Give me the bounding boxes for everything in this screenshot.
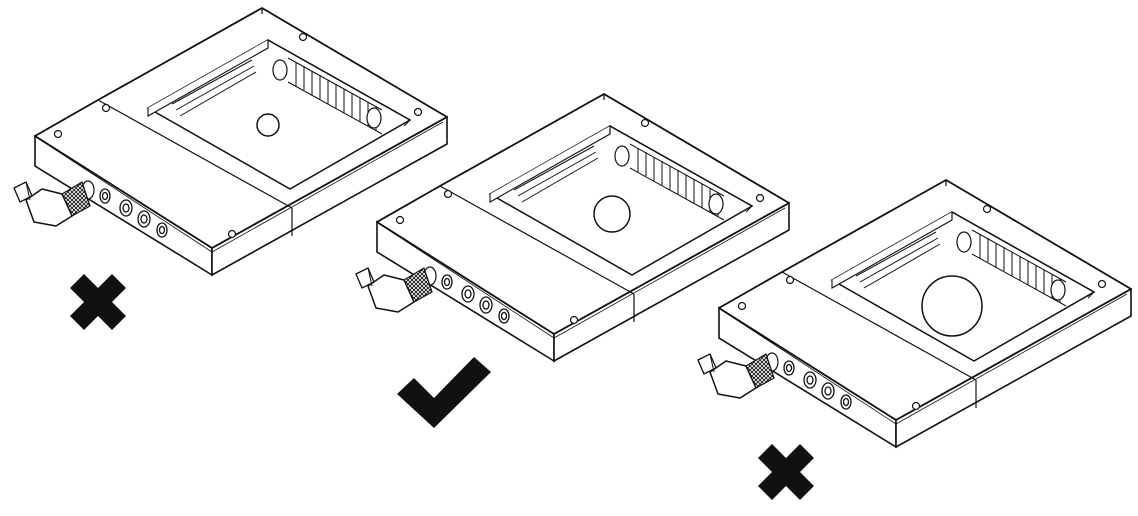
sensor-frame-small-object (13, 7, 448, 276)
test-object-small (256, 113, 280, 137)
checkmark-icon (397, 357, 491, 428)
test-object-large (921, 275, 983, 337)
cross-icon (758, 444, 814, 500)
sensor-frame-medium-object (355, 93, 790, 362)
cross-icon (70, 274, 126, 330)
test-object-medium (593, 195, 631, 233)
sensor-frame-large-object (697, 179, 1132, 448)
